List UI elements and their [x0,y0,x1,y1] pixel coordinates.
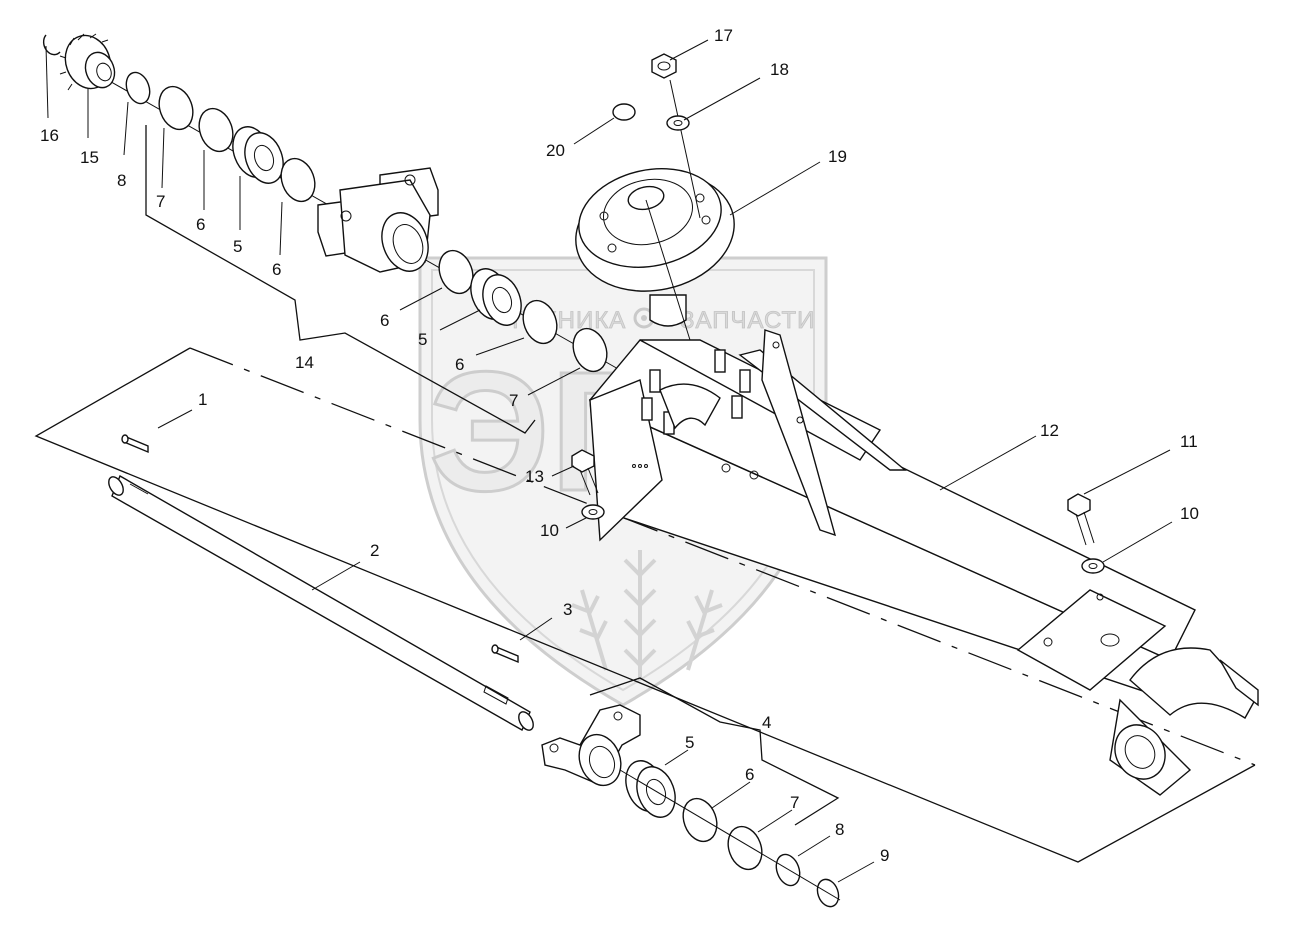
callout-19: 19 [828,147,847,166]
ring-6-mid-b [522,299,558,345]
callout-6: 6 [272,260,281,279]
callout-20: 20 [546,141,565,160]
callout-18: 18 [770,60,789,79]
callout-8: 8 [117,171,126,190]
callout-6: 6 [380,311,389,330]
callout-14: 14 [295,353,314,372]
ring-6-upper-a [198,107,234,153]
callout-8: 8 [835,820,844,839]
callout-13: 13 [525,467,544,486]
key-3 [491,644,519,664]
leader-lines [45,39,1173,883]
callout-1: 1 [198,390,207,409]
ring-6-lower [682,797,718,843]
nut-17 [651,53,677,79]
callout-7: 7 [509,391,518,410]
callout-labels: 16 15 8 7 6 5 6 6 5 6 14 7 1 2 3 4 5 6 7… [40,26,1199,865]
bolt-11 [1067,493,1095,546]
o-ring-20 [612,103,636,121]
group-bracket-14 [145,125,536,434]
callout-2: 2 [370,541,379,560]
callout-9: 9 [880,846,889,865]
center-axis [189,347,1256,766]
snap-ring-7-upper [158,85,194,131]
ring-8-upper [125,71,151,105]
bearing-housing-upper [317,167,439,273]
wheat-icon [571,550,723,680]
callout-5: 5 [418,330,427,349]
bearing-5-lower [625,760,676,818]
washer-10-right [1081,558,1105,574]
bearing-housing-lower [541,704,641,787]
callout-10: 10 [1180,504,1199,523]
watermark-text-right: ЗАПЧАСТИ [680,307,815,334]
callout-7: 7 [790,793,799,812]
callout-15: 15 [80,148,99,167]
ring-6-upper-b [280,157,316,203]
upper-shaft-parts [42,33,621,373]
callout-11: 11 [1180,432,1198,451]
callout-5: 5 [685,733,694,752]
shaft-2 [108,474,534,731]
key-1 [121,434,149,454]
callout-4: 4 [762,713,771,732]
bevel-gear-15 [59,33,116,91]
main-beam-12 [588,329,1259,796]
callout-3: 3 [563,600,572,619]
bearing-5-upper [232,126,284,184]
flange-hub-19 [575,79,735,411]
bolt-13 [571,449,599,496]
callout-5: 5 [233,237,242,256]
callout-6: 6 [196,215,205,234]
callout-12: 12 [1040,421,1059,440]
callout-10: 10 [540,521,559,540]
ring-8-lower [775,853,801,887]
callout-6: 6 [455,355,464,374]
callout-7: 7 [156,192,165,211]
snap-ring-7-lower [727,825,763,871]
snap-ring-7-mid [572,327,608,373]
washer-18 [666,115,690,131]
snap-ring-16 [42,34,61,56]
group-bracket-4 [589,677,840,826]
studs [641,349,751,435]
bearing-5-mid [470,268,522,326]
group-bracket-main [34,347,1256,863]
ring-6-mid-a [438,249,474,295]
callout-16: 16 [40,126,59,145]
washer-10-left [581,504,605,520]
callout-6: 6 [745,765,754,784]
callout-17: 17 [714,26,733,45]
